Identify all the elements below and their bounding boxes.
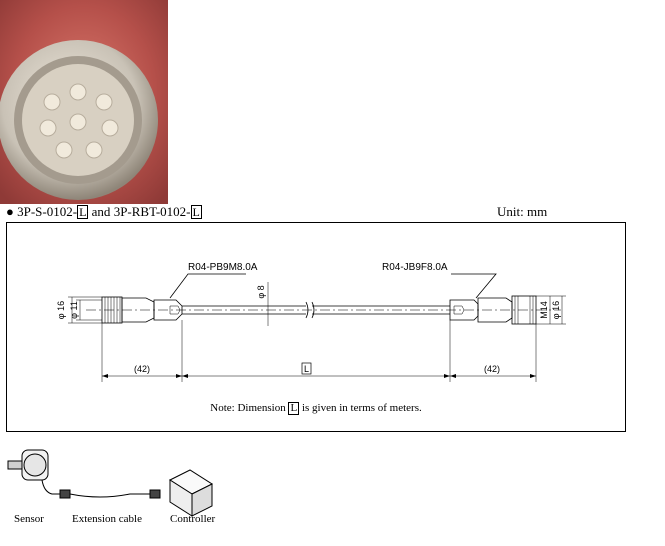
phi16-right-label: φ 16 <box>551 301 561 319</box>
cable-right-connector <box>149 489 161 499</box>
right-leader <box>451 273 497 299</box>
length-box-symbol: L <box>190 205 202 219</box>
left-connector-label: R04-PB9M8.0A <box>188 262 258 273</box>
drawing-frame <box>6 222 626 432</box>
sensor-caption: Sensor <box>14 513 44 525</box>
knurl-lines <box>104 297 121 323</box>
dimension-note: Note: Dimension L is given in terms of m… <box>0 402 632 415</box>
length-box-symbol: L <box>77 205 89 219</box>
right-42-label: (42) <box>484 364 500 374</box>
m14-label: M14 <box>539 301 549 319</box>
note-suffix: is given in terms of meters. <box>299 402 422 414</box>
cable-break <box>305 301 315 319</box>
joiner-text: and <box>88 204 114 219</box>
part-number-a: 3P-S-0102- <box>17 204 78 219</box>
note-prefix: Note: Dimension <box>210 402 289 414</box>
phi11-label: φ 11 <box>69 301 79 319</box>
left-leader <box>169 273 246 299</box>
cable-drawing: R04-PB9M8.0A R04-JB9F8.0A φ 16 φ 11 φ 8 … <box>56 262 566 382</box>
left-42-label: (42) <box>134 364 150 374</box>
part-number-b: 3P-RBT-0102- <box>113 204 191 219</box>
phi16-left-label: φ 16 <box>56 301 66 319</box>
right-thread <box>511 295 537 325</box>
unit-label: Unit: mm <box>497 204 548 219</box>
phi8-label: φ 8 <box>256 285 266 298</box>
system-diagram: Sensor Extension cable Controller <box>7 449 216 525</box>
connector-photo <box>0 0 168 204</box>
dimension-arrows <box>102 374 536 378</box>
part-number-heading: ● 3P-S-0102-L and 3P-RBT-0102-L <box>6 204 202 220</box>
cable-left-connector <box>59 489 71 499</box>
length-L-label: L <box>304 364 309 374</box>
right-connector-label: R04-JB9F8.0A <box>382 262 448 273</box>
cable-caption: Extension cable <box>72 513 142 525</box>
bullet: ● <box>6 204 14 219</box>
length-box-symbol: L <box>288 402 300 415</box>
controller-caption: Controller <box>170 513 216 525</box>
